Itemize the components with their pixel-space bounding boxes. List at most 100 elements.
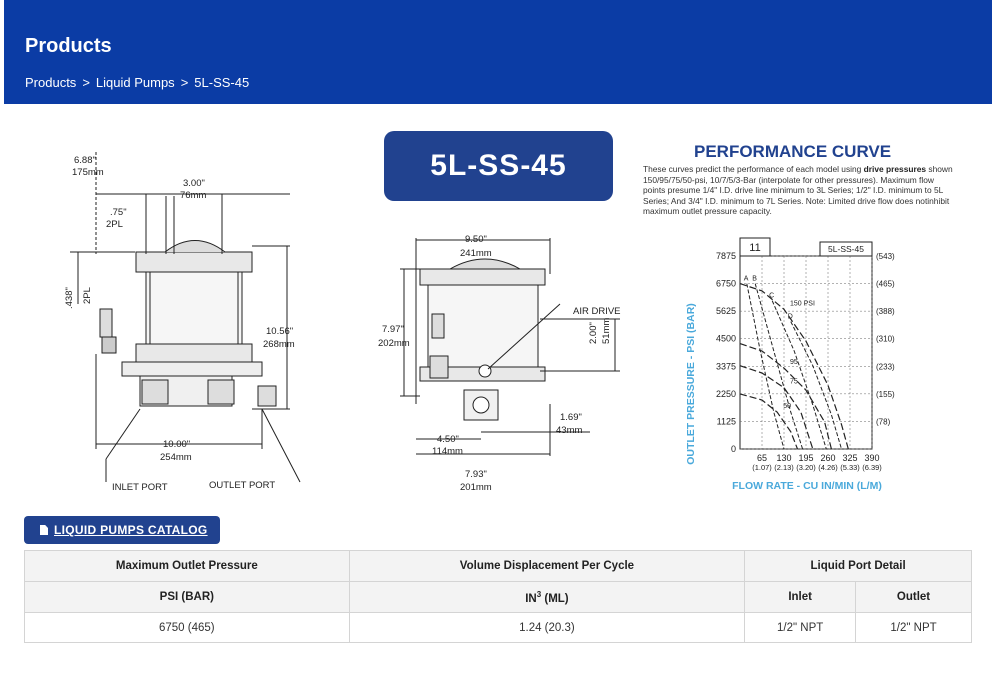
dashed-series-A	[746, 283, 785, 450]
document-icon	[40, 525, 48, 535]
y2-tick-label: (78)	[876, 417, 891, 426]
dim-text: 175mm	[72, 167, 104, 178]
dim-text: 43mm	[556, 425, 582, 436]
x2-tick-label: (2.13)	[774, 463, 794, 472]
curve-letter: C	[769, 293, 774, 300]
x2-tick-label: (5.33)	[840, 463, 860, 472]
cell-max-pressure: 6750 (465)	[24, 612, 350, 643]
y-tick-label: 0	[731, 444, 736, 454]
dim-text: 2.00"	[588, 322, 599, 344]
x-tick-label: 130	[776, 453, 791, 463]
x2-tick-label: (1.07)	[752, 463, 772, 472]
breadcrumb: Products > Liquid Pumps > 5L-SS-45	[25, 75, 249, 90]
pump-technical-drawings: 6.88" 175mm 3.00" 76mm .75" 2PL .438" 2P…	[64, 152, 621, 493]
x2-tick-label: (4.26)	[818, 463, 838, 472]
dim-text: 7.93"	[465, 469, 487, 480]
series-150-psi	[739, 283, 849, 450]
breadcrumb-current: 5L-SS-45	[194, 75, 250, 90]
curve-letter: B	[752, 276, 757, 283]
dim-text: 1.69"	[560, 412, 582, 423]
breadcrumb-products-link[interactable]: Products	[25, 75, 77, 90]
x-tick-label: 260	[820, 453, 835, 463]
y2-tick-label: (233)	[876, 362, 895, 371]
dim-text: 254mm	[160, 452, 192, 463]
catalog-button-label: LIQUID PUMPS CATALOG	[54, 523, 208, 537]
dim-text: 9.50"	[465, 234, 487, 245]
header-max-outlet-pressure: Maximum Outlet Pressure	[24, 550, 350, 582]
dim-text: 201mm	[460, 482, 492, 493]
performance-curve-title: PERFORMANCE CURVE	[694, 142, 892, 161]
series-50	[739, 393, 799, 450]
dashed-series-C	[771, 300, 827, 450]
x-tick-label: 325	[842, 453, 857, 463]
breadcrumb-separator: >	[180, 75, 189, 90]
x2-tick-label: (3.20)	[796, 463, 816, 472]
spec-table: Maximum Outlet Pressure Volume Displacem…	[24, 550, 972, 643]
dashed-series-B	[754, 283, 804, 450]
x-tick-label: 390	[864, 453, 879, 463]
model-name: 5L-SS-45	[430, 149, 567, 182]
curve-letter: A	[744, 276, 749, 283]
outlet-port-label: OUTLET PORT	[209, 480, 275, 491]
performance-bold: drive pressures	[863, 164, 927, 174]
header-volume-displacement: Volume Displacement Per Cycle	[348, 550, 746, 582]
chart-box-label: 11	[749, 242, 760, 254]
chart-model-label-frame	[819, 241, 873, 257]
dashed-series-D	[790, 321, 842, 450]
x-axis-title: FLOW RATE - CU IN/MIN (L/M)	[732, 480, 882, 492]
page-title: Products	[25, 35, 112, 57]
middle-pump-cylinder	[427, 284, 539, 368]
x-tick-label: 65	[757, 453, 767, 463]
dim-text: 10.00"	[163, 439, 190, 450]
dim-text: 2PL	[106, 219, 123, 230]
left-pump-cylinder	[145, 271, 243, 345]
liquid-pumps-catalog-button[interactable]: LIQUID PUMPS CATALOG	[24, 516, 220, 544]
chart-box-label-frame	[739, 237, 771, 257]
air-drive-port	[478, 364, 492, 378]
y-tick-label: 1125	[717, 416, 736, 426]
dim-text: 2PL	[82, 287, 93, 304]
table-row: 6750 (465) 1.24 (20.3) 1/2" NPT 1/2" NPT	[24, 612, 972, 643]
breadcrumb-separator: >	[82, 75, 90, 90]
y-axis-title: OUTLET PRESSURE - PSI (BAR)	[685, 303, 697, 465]
x-tick-label: 195	[798, 453, 813, 463]
cell-inlet: 1/2" NPT	[744, 612, 857, 643]
dim-text: 268mm	[263, 339, 295, 350]
curve-letter: D	[788, 314, 793, 321]
y2-tick-label: (310)	[876, 335, 895, 344]
table-subheader-row: PSI (BAR) IN3 (ML) Inlet Outlet	[24, 581, 972, 613]
performance-description: These curves predict the performance of …	[643, 164, 953, 217]
air-drive-label: AIR DRIVE	[573, 306, 621, 317]
x2-tick-label: (6.39)	[862, 463, 882, 472]
subheader-inlet: Inlet	[744, 581, 857, 613]
cell-outlet: 1/2" NPT	[855, 612, 972, 643]
y-tick-label: 2250	[716, 389, 736, 399]
dim-text: 202mm	[378, 338, 410, 349]
y2-tick-label: (155)	[876, 390, 895, 399]
cell-volume: 1.24 (20.3)	[348, 612, 746, 643]
dim-text: 6.88"	[74, 155, 96, 166]
dim-text: 76mm	[180, 190, 206, 201]
dim-text: 3.00"	[183, 178, 205, 189]
breadcrumb-liquid-pumps-link[interactable]: Liquid Pumps	[95, 75, 175, 90]
subheader-psi-bar: PSI (BAR)	[24, 581, 350, 613]
dim-text: .75"	[110, 207, 127, 218]
header-liquid-port-detail: Liquid Port Detail	[744, 550, 972, 582]
y-tick-label: 6750	[716, 279, 736, 289]
table-header-row: Maximum Outlet Pressure Volume Displacem…	[24, 550, 972, 582]
performance-intro: These curves predict the performance of …	[643, 164, 862, 174]
series-95	[739, 343, 832, 450]
dim-text: 114mm	[432, 446, 463, 457]
inlet-port-label: INLET PORT	[112, 482, 168, 493]
page-header: Products Products > Liquid Pumps > 5L-SS…	[4, 0, 992, 104]
subheader-in3-ml: IN3 (ML)	[348, 581, 746, 613]
chart-model-label: 5L-SS-45	[828, 244, 864, 254]
y2-tick-label: (388)	[876, 307, 895, 316]
y-tick-label: 7875	[716, 251, 736, 261]
dim-text: 4.50"	[437, 434, 459, 445]
series-label: 75	[790, 379, 798, 386]
dim-text: 241mm	[460, 248, 492, 259]
dim-text: 51mm	[601, 318, 612, 344]
middle-pump-gauge	[431, 313, 445, 339]
series-label: 50	[783, 403, 791, 410]
